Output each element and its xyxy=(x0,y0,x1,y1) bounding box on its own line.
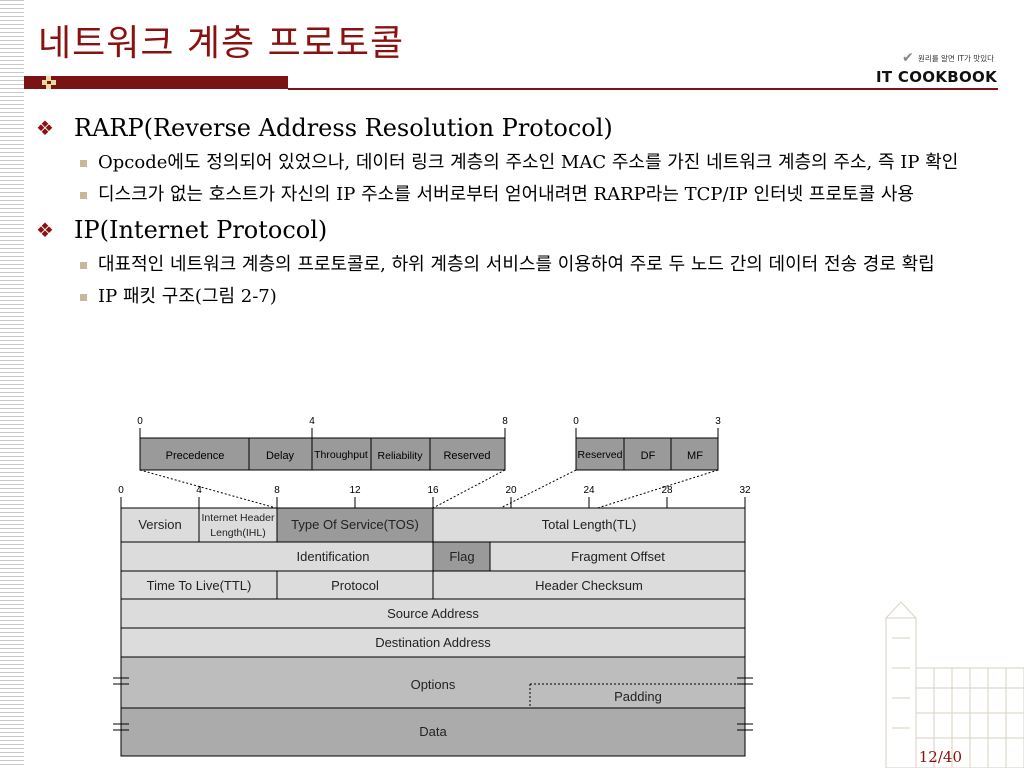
flag-field: Reserved xyxy=(578,449,623,461)
bullet-text: RARP(Reverse Address Resolution Protocol… xyxy=(74,114,613,142)
tos-detail: 0 4 8 Precedence Delay Throughput Reliab… xyxy=(137,416,508,471)
tos-field: Throughput xyxy=(314,449,368,461)
ip-packet-diagram: 0 4 8 Precedence Delay Throughput Reliab… xyxy=(113,416,753,757)
building-watermark xyxy=(885,601,1024,768)
bullet-ip: ❖ IP(Internet Protocol) xyxy=(36,214,986,246)
slide-title: 네트워크 계층 프로토콜 xyxy=(38,23,405,64)
sub-bullet-text: Opcode에도 정의되어 있었으나, 데이터 링크 계층의 주소인 MAC 주… xyxy=(98,152,959,173)
square-bullet-icon xyxy=(80,262,87,269)
sub-bullet: Opcode에도 정의되어 있었으나, 데이터 링크 계층의 주소인 MAC 주… xyxy=(80,150,988,176)
field-version: Version xyxy=(138,517,181,532)
tos-field: Reserved xyxy=(443,450,490,462)
tos-tick: 4 xyxy=(309,416,315,427)
header-tick: 28 xyxy=(661,485,673,496)
diamond-bullet-icon: ❖ xyxy=(36,116,54,140)
header-tick: 24 xyxy=(583,485,595,496)
header-ticks: 0 4 8 12 16 20 24 28 32 xyxy=(118,485,751,508)
flag-field: MF xyxy=(687,450,703,462)
field-total-length: Total Length(TL) xyxy=(542,517,637,532)
field-ttl: Time To Live(TTL) xyxy=(147,578,252,593)
bullet-rarp: ❖ RARP(Reverse Address Resolution Protoc… xyxy=(36,112,986,144)
break-marks xyxy=(113,677,753,731)
tos-field: Precedence xyxy=(166,450,225,462)
left-stripe-decoration xyxy=(0,0,24,768)
square-bullet-icon xyxy=(80,160,87,167)
tos-field: Reliability xyxy=(378,450,424,462)
tos-field: Delay xyxy=(266,450,295,462)
header-tick: 20 xyxy=(505,485,517,496)
diamond-bullet-icon: ❖ xyxy=(36,218,54,242)
header-tick: 12 xyxy=(349,485,361,496)
ip-header-labels: Version Internet Header Length(IHL) Type… xyxy=(138,512,665,739)
flag-field: DF xyxy=(641,450,656,462)
sub-bullet: 대표적인 네트워크 계층의 프로토콜로, 하위 계층의 서비스를 이용하여 주로… xyxy=(80,252,988,278)
sub-bullet-text: IP 패킷 구조(그림 2-7) xyxy=(98,286,277,307)
flag-tick: 3 xyxy=(715,416,721,427)
sub-bullet-text: 디스크가 없는 호스트가 자신의 IP 주소를 서버로부터 얻어내려면 RARP… xyxy=(98,184,914,205)
title-rule-thin xyxy=(288,88,998,90)
field-fragment-offset: Fragment Offset xyxy=(571,549,665,564)
tos-tick: 0 xyxy=(137,416,143,427)
field-identification: Identification xyxy=(297,549,370,564)
field-source-address: Source Address xyxy=(387,606,479,621)
sub-bullet: IP 패킷 구조(그림 2-7) xyxy=(80,284,988,310)
field-flag: Flag xyxy=(449,549,474,564)
flag-detail: 0 3 Reserved DF MF xyxy=(573,416,721,471)
field-ihl-line2: Length(IHL) xyxy=(210,527,265,539)
square-bullet-icon xyxy=(80,192,87,199)
sub-bullet: 디스크가 없는 호스트가 자신의 IP 주소를 서버로부터 얻어내려면 RARP… xyxy=(80,182,988,208)
header-tick: 8 xyxy=(274,485,280,496)
field-ihl-line1: Internet Header xyxy=(202,512,275,524)
field-padding: Padding xyxy=(614,689,662,704)
it-cookbook-logo: ✔ 원리를 알면 IT가 맛있다 IT COOKBOOK xyxy=(872,50,998,86)
square-bullet-icon xyxy=(80,294,87,301)
field-destination-address: Destination Address xyxy=(375,635,491,650)
rule-diamond-icon xyxy=(42,76,56,89)
check-icon: ✔ xyxy=(902,50,914,66)
tos-tick: 8 xyxy=(502,416,508,427)
header-tick: 4 xyxy=(196,485,202,496)
field-protocol: Protocol xyxy=(331,578,379,593)
header-tick: 16 xyxy=(427,485,439,496)
field-checksum: Header Checksum xyxy=(535,578,643,593)
field-tos: Type Of Service(TOS) xyxy=(291,517,419,532)
logo-brand: IT COOKBOOK xyxy=(876,68,998,86)
ip-header-table xyxy=(120,507,746,757)
sub-bullet-text: 대표적인 네트워크 계층의 프로토콜로, 하위 계층의 서비스를 이용하여 주로… xyxy=(98,254,935,275)
header-tick: 32 xyxy=(739,485,751,496)
field-options: Options xyxy=(411,677,456,692)
field-data: Data xyxy=(419,724,447,739)
logo-tagline: 원리를 알면 IT가 맛있다 xyxy=(917,54,994,63)
title-rule-thick xyxy=(24,76,288,89)
flag-tick: 0 xyxy=(573,416,579,427)
page-number: 12/40 xyxy=(918,748,962,766)
bullet-text: IP(Internet Protocol) xyxy=(74,216,328,244)
slide-content: ❖ RARP(Reverse Address Resolution Protoc… xyxy=(36,112,986,316)
header-tick: 0 xyxy=(118,485,124,496)
